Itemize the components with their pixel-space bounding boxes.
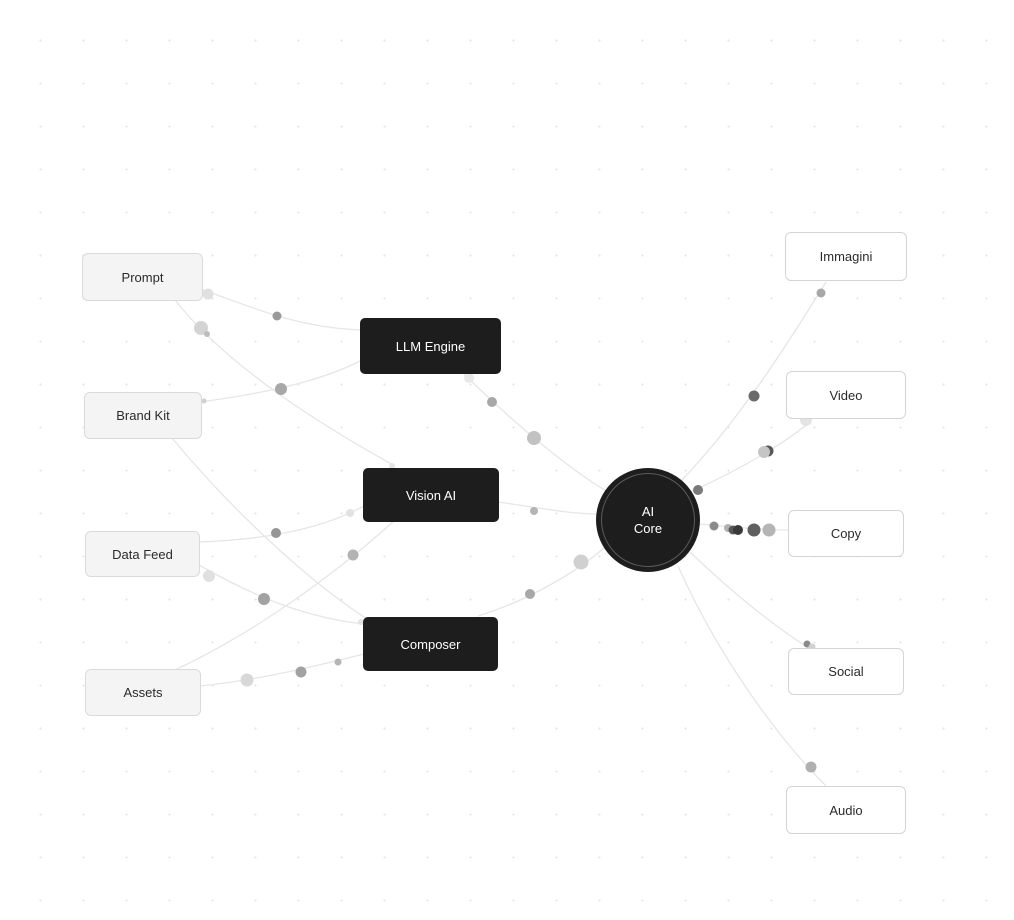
flow-particle xyxy=(347,549,359,561)
processor-node-vision-ai[interactable]: Vision AI xyxy=(363,468,499,522)
flow-particle xyxy=(295,666,307,678)
input-node-prompt[interactable]: Prompt xyxy=(82,253,203,301)
edge-datafeed-vision xyxy=(198,505,365,543)
edge-assets-vision xyxy=(174,519,396,671)
input-node-data-feed[interactable]: Data Feed xyxy=(85,531,200,577)
processor-label: Composer xyxy=(400,636,461,652)
flow-particle xyxy=(271,528,281,538)
processor-node-composer[interactable]: Composer xyxy=(363,617,498,671)
output-node-video[interactable]: Video xyxy=(786,371,906,419)
flow-particle xyxy=(816,288,826,298)
flow-particle xyxy=(272,311,282,321)
flow-particle xyxy=(748,390,760,402)
input-label: Prompt xyxy=(121,269,164,285)
edge-core-social xyxy=(689,551,813,651)
flow-particle xyxy=(203,570,215,582)
flow-particle xyxy=(358,619,364,625)
flow-particle xyxy=(240,673,254,687)
flow-particle xyxy=(747,523,761,537)
edge-composer-core xyxy=(477,545,607,617)
input-node-assets[interactable]: Assets xyxy=(85,669,201,716)
processor-label: Vision AI xyxy=(405,487,457,503)
flow-particle xyxy=(389,463,395,469)
output-node-audio[interactable]: Audio xyxy=(786,786,906,834)
flow-particle xyxy=(527,431,541,445)
output-label: Immagini xyxy=(819,249,873,264)
flow-particle xyxy=(258,593,270,605)
ai-core-node[interactable]: AI Core xyxy=(596,468,700,572)
output-label: Social xyxy=(828,664,864,679)
flow-particle xyxy=(709,521,719,531)
edge-core-video xyxy=(689,419,813,493)
flow-particle xyxy=(204,331,210,337)
flow-particle xyxy=(693,485,703,495)
edge-vision-core xyxy=(497,501,599,515)
input-label: Data Feed xyxy=(112,546,173,562)
edge-brandkit-llm xyxy=(199,359,363,403)
output-node-social[interactable]: Social xyxy=(788,648,904,695)
flow-particle xyxy=(525,589,535,599)
flow-particle xyxy=(805,761,817,773)
edge-brandkit-composer xyxy=(171,437,373,623)
edge-datafeed-composer xyxy=(198,564,365,625)
flow-particle xyxy=(487,397,497,407)
output-label: Audio xyxy=(829,802,863,818)
output-label: Video xyxy=(829,387,863,403)
output-node-copy[interactable]: Copy xyxy=(788,510,904,557)
flow-particle xyxy=(762,523,776,537)
core-label: AI Core xyxy=(633,504,663,536)
output-node-immagini[interactable]: Immagini xyxy=(785,232,907,281)
flow-particle xyxy=(194,321,208,335)
input-label: Brand Kit xyxy=(116,408,170,423)
processor-node-llm-engine[interactable]: LLM Engine xyxy=(360,318,501,374)
edge-core-immagini xyxy=(679,281,827,483)
core-ring xyxy=(601,473,695,567)
flow-particle xyxy=(733,525,743,535)
flow-particle xyxy=(758,446,770,458)
flow-particle xyxy=(530,507,538,515)
edge-assets-composer xyxy=(199,653,365,687)
edge-prompt-llm xyxy=(202,289,363,331)
flow-particle xyxy=(464,373,474,383)
flow-particle xyxy=(201,398,207,404)
output-label: Copy xyxy=(830,526,862,541)
particle-group xyxy=(194,288,826,773)
flow-particle xyxy=(346,509,354,517)
input-label: Assets xyxy=(123,685,163,700)
flow-particle xyxy=(275,383,287,395)
flow-particle xyxy=(573,554,589,570)
flow-particle xyxy=(334,658,342,666)
input-node-brand-kit[interactable]: Brand Kit xyxy=(84,392,202,439)
flow-particle xyxy=(202,288,214,300)
processor-label: LLM Engine xyxy=(395,338,466,354)
